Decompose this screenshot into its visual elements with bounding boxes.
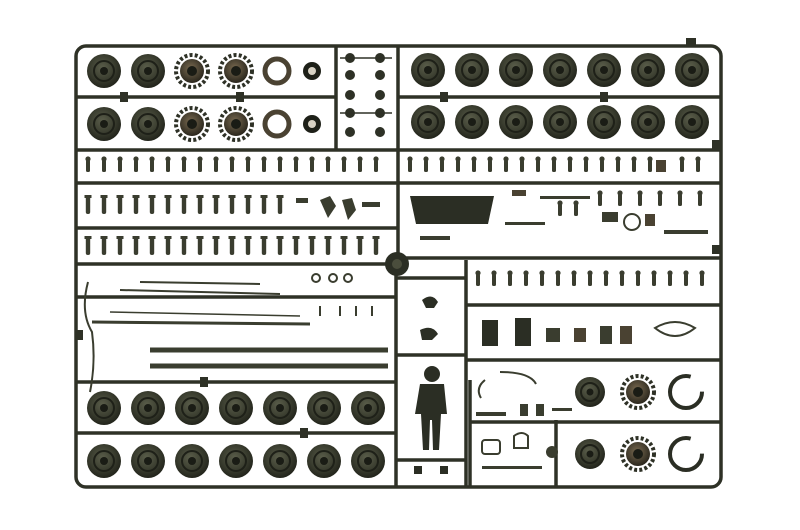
sprue-frame bbox=[74, 44, 723, 489]
lower-right-parts bbox=[476, 371, 704, 472]
small-wheel-column bbox=[340, 53, 392, 137]
hull-plate-section bbox=[410, 190, 708, 240]
peg-row-2 bbox=[84, 236, 380, 255]
track-links-left bbox=[85, 156, 379, 172]
track-links-right bbox=[407, 156, 701, 172]
track-row-middle bbox=[475, 270, 705, 286]
crew-figure bbox=[414, 296, 448, 474]
long-rods bbox=[83, 273, 388, 393]
box-parts bbox=[482, 318, 697, 346]
sprue-tabs bbox=[76, 38, 721, 438]
peg-row-1 bbox=[84, 195, 380, 220]
upper-left-wheels bbox=[86, 53, 321, 142]
